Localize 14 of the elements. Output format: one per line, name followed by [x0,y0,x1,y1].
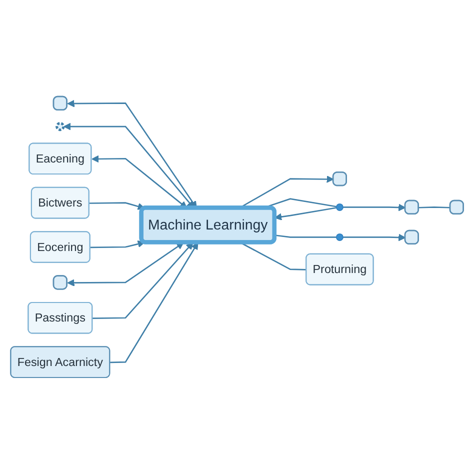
arrow [343,234,406,242]
arrow [110,242,198,364]
arrow [92,242,194,319]
arrow [343,204,406,212]
connector [274,234,336,238]
arrow [67,242,184,286]
arrow [90,240,145,248]
connector [418,206,450,208]
node-circle [56,122,65,132]
node-circle [336,233,344,241]
node-circle [336,203,344,211]
arrow [89,202,145,210]
arrow [274,207,337,220]
connector [240,242,307,270]
